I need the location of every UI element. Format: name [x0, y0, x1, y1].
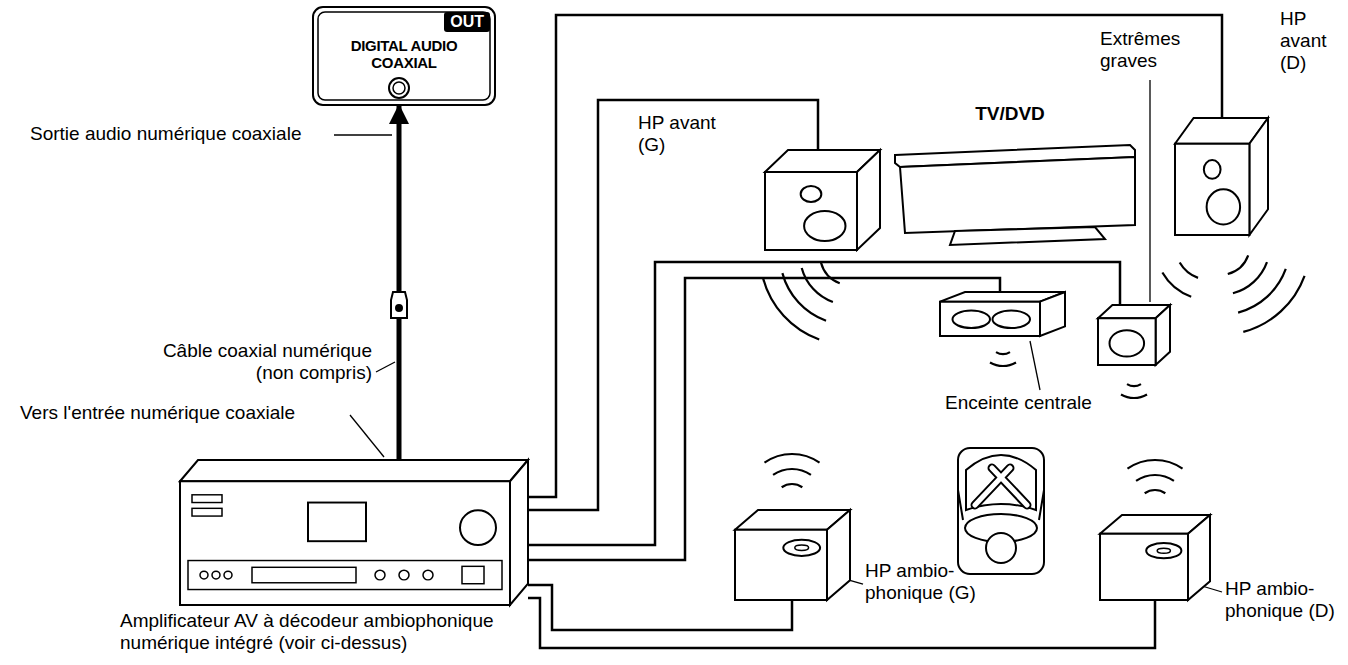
- part-label: TV/DVD: [935, 103, 1085, 125]
- part-label: HP ambio- phonique (D): [1225, 578, 1337, 622]
- surround-speaker: HP ambio- phonique (D): [1100, 515, 1210, 600]
- wave-arc: [1121, 395, 1147, 398]
- center-speaker: Enceinte centrale: [940, 292, 1065, 336]
- wave-arc: [990, 363, 1016, 366]
- leader-line: [376, 362, 395, 372]
- wave-arc: [1180, 263, 1198, 278]
- part-label: HP ambio- phonique (G): [865, 560, 983, 604]
- wave-arc: [802, 268, 833, 302]
- listener: [958, 448, 1044, 574]
- surround-speaker-drawing: [735, 510, 850, 600]
- wave-arc: [763, 278, 819, 339]
- wave-arc: [1243, 276, 1304, 332]
- leader-line: [1030, 341, 1040, 390]
- callout-label: Sortie audio numérique coaxiale: [30, 123, 330, 145]
- leader-line: [1202, 586, 1222, 592]
- output-panel: OUT DIGITAL AUDIO COAXIAL: [312, 6, 496, 106]
- leader-line: [334, 134, 392, 135]
- tv-set-drawing: [895, 145, 1140, 245]
- coaxial-plug: [391, 292, 407, 318]
- surround-speaker-drawing: [1100, 515, 1210, 600]
- wave-arc: [996, 352, 1010, 354]
- speaker-wire: [528, 278, 1000, 560]
- part-label: Enceinte centrale: [945, 392, 1120, 414]
- part-label: HP avant (D): [1280, 8, 1346, 74]
- av-amplifier-drawing: [180, 460, 528, 605]
- speaker-wire: [528, 598, 1155, 648]
- front-speaker-drawing: [765, 150, 880, 250]
- wave-arc: [773, 469, 811, 475]
- wave-arc: [821, 263, 840, 283]
- subwoofer-drawing: [1098, 305, 1170, 365]
- leader-line: [1149, 80, 1150, 302]
- wave-arc: [1127, 460, 1182, 469]
- callout-label: Vers l'entrée numérique coaxiale: [20, 402, 350, 424]
- leader-line: [350, 415, 384, 457]
- front-speaker-drawing: [1175, 118, 1268, 235]
- surround-speaker: HP ambio- phonique (G): [735, 510, 850, 600]
- sound-waves: [763, 255, 1305, 493]
- wave-arc: [1127, 384, 1141, 386]
- coaxial-cable: [397, 106, 402, 460]
- wave-arc: [764, 454, 819, 463]
- subwoofer: Extrêmes graves: [1098, 305, 1170, 365]
- wave-arc: [1162, 273, 1191, 297]
- wave-arc: [1238, 269, 1286, 313]
- part-label: Extrêmes graves: [1100, 28, 1192, 72]
- speaker-wire: [528, 262, 1120, 545]
- av-amplifier: Amplificateur AV à décodeur ambiophoniqu…: [180, 460, 528, 605]
- wave-arc: [1145, 490, 1166, 493]
- front-speaker: HP avant (D): [1175, 118, 1268, 235]
- wave-arc: [1228, 255, 1248, 274]
- speaker-wire: [528, 15, 1222, 497]
- wave-arc: [1136, 475, 1174, 481]
- wave-arc: [782, 484, 803, 487]
- port-name: DIGITAL AUDIO COAXIAL: [322, 38, 486, 71]
- callout-label: Câble coaxial numérique (non compris): [152, 340, 372, 384]
- part-label: Amplificateur AV à décodeur ambiophoniqu…: [120, 610, 515, 654]
- wave-arc: [782, 273, 826, 321]
- tv-set: TV/DVD: [895, 145, 1140, 245]
- port-direction: OUT: [444, 12, 490, 32]
- wave-arc: [1233, 262, 1267, 293]
- front-speaker: HP avant (G): [765, 150, 880, 250]
- part-label: HP avant (G): [638, 112, 720, 156]
- center-speaker-drawing: [940, 292, 1065, 336]
